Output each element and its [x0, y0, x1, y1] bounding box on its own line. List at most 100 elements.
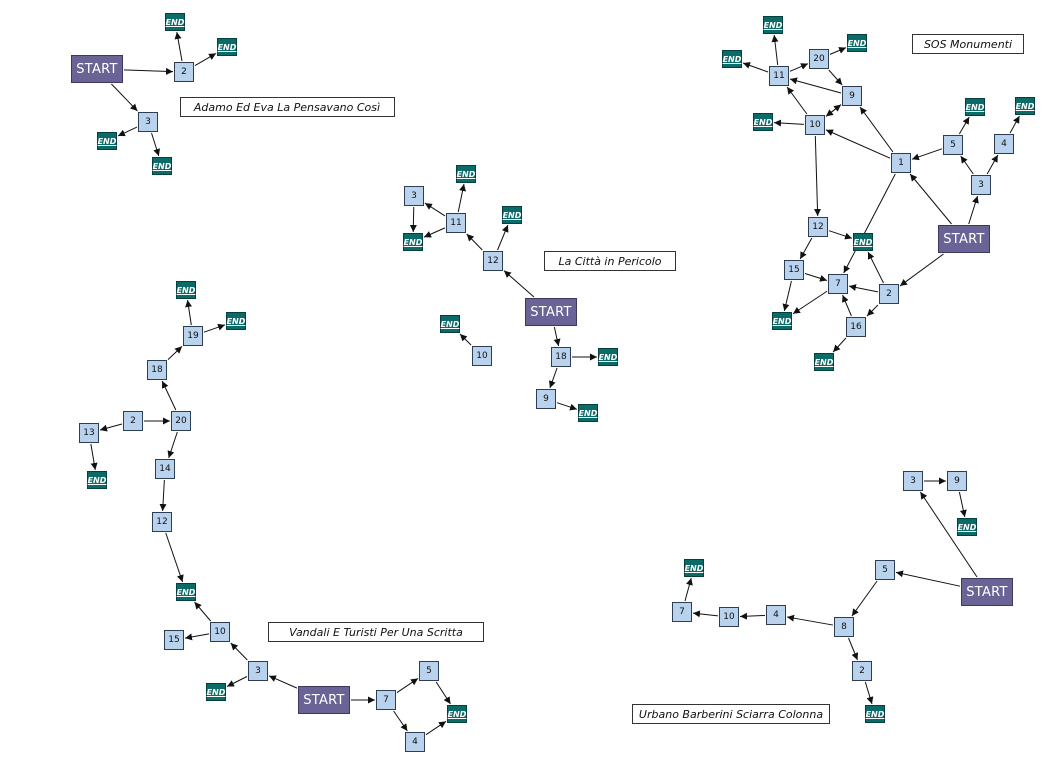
sos-monumenti-node-num-c-15[interactable]: 15: [784, 260, 804, 280]
la-citt-in-pericolo-node-num-b-3[interactable]: 3: [404, 186, 424, 206]
vandali-e-turisti-per-una-scritta-node-end-d-e4[interactable]: END: [176, 281, 196, 299]
la-citt-in-pericolo-node-end-b-e5[interactable]: END: [578, 404, 598, 422]
sos-monumenti-node-end-c-e6[interactable]: END: [847, 34, 867, 52]
la-citt-in-pericolo-node-num-b-11[interactable]: 11: [446, 213, 466, 233]
vandali-e-turisti-per-una-scritta-node-num-d-15[interactable]: 15: [164, 630, 184, 650]
sos-monumenti-node-end-c-e4[interactable]: END: [965, 98, 985, 116]
sos-monumenti-node-start-c-s[interactable]: START: [938, 225, 990, 253]
urbano-barberini-sciarra-colonna-node-end-e-e3[interactable]: END: [865, 705, 885, 723]
la-citt-in-pericolo-node-num-b-9[interactable]: 9: [536, 389, 556, 409]
la-citt-in-pericolo-node-num-b-18[interactable]: 18: [551, 347, 571, 367]
sos-monumenti-node-num-c-4[interactable]: 4: [994, 134, 1014, 154]
sos-monumenti-node-end-c-e1[interactable]: END: [763, 16, 783, 34]
urbano-barberini-sciarra-colonna-edge-e-4-to-e-10: [739, 612, 766, 620]
sos-monumenti-node-num-c-3[interactable]: 3: [971, 175, 991, 195]
adamo-ed-eva-la-pensavano-cos-edge-a-2-to-a-e2: [194, 52, 217, 67]
urbano-barberini-sciarra-colonna-edge-e-9-to-e-e1: [958, 491, 967, 518]
sos-monumenti-node-end-c-e3[interactable]: END: [753, 113, 773, 131]
urbano-barberini-sciarra-colonna-node-num-e-8[interactable]: 8: [834, 617, 854, 637]
sos-monumenti-edge-c-4-to-c-e5: [1009, 115, 1020, 134]
sos-monumenti-node-end-c-e2[interactable]: END: [722, 50, 742, 68]
diagram-title-vandali-e-turisti-per-una-scritta: Vandali E Turisti Per Una Scritta: [268, 622, 484, 642]
urbano-barberini-sciarra-colonna-node-num-e-3[interactable]: 3: [903, 471, 923, 491]
sos-monumenti-edge-c-16-to-c-e9: [832, 337, 847, 353]
la-citt-in-pericolo-node-start-b-s[interactable]: START: [525, 298, 577, 326]
urbano-barberini-sciarra-colonna-edge-e-s-to-e-3: [919, 491, 978, 578]
sos-monumenti-node-num-c-7[interactable]: 7: [828, 274, 848, 294]
adamo-ed-eva-la-pensavano-cos-node-num-a-2[interactable]: 2: [174, 62, 194, 82]
la-citt-in-pericolo-node-end-b-e1[interactable]: END: [456, 165, 476, 183]
urbano-barberini-sciarra-colonna-node-num-e-7[interactable]: 7: [672, 602, 692, 622]
vandali-e-turisti-per-una-scritta-node-num-d-5[interactable]: 5: [419, 661, 439, 681]
vandali-e-turisti-per-una-scritta-node-num-d-20[interactable]: 20: [171, 411, 191, 431]
urbano-barberini-sciarra-colonna-node-num-e-2[interactable]: 2: [852, 661, 872, 681]
vandali-e-turisti-per-una-scritta-node-num-d-3[interactable]: 3: [248, 661, 268, 681]
urbano-barberini-sciarra-colonna-node-num-e-9[interactable]: 9: [947, 471, 967, 491]
sos-monumenti-node-num-c-1[interactable]: 1: [891, 153, 911, 173]
vandali-e-turisti-per-una-scritta-node-num-d-2[interactable]: 2: [123, 411, 143, 431]
adamo-ed-eva-la-pensavano-cos-node-end-a-e3[interactable]: END: [97, 132, 117, 150]
sos-monumenti-edge-c-11-to-c-20: [789, 63, 809, 72]
sos-monumenti-edge-c-10-to-c-e3: [773, 119, 805, 127]
vandali-e-turisti-per-una-scritta-node-num-d-12[interactable]: 12: [152, 512, 172, 532]
urbano-barberini-sciarra-colonna-node-num-e-10[interactable]: 10: [719, 607, 739, 627]
sos-monumenti-node-num-c-16[interactable]: 16: [846, 317, 866, 337]
vandali-e-turisti-per-una-scritta-edge-d-14-to-d-12: [159, 479, 167, 512]
sos-monumenti-edge-c-5-to-c-1: [911, 148, 943, 161]
urbano-barberini-sciarra-colonna-node-end-e-e2[interactable]: END: [684, 559, 704, 577]
vandali-e-turisti-per-una-scritta-node-end-d-e6[interactable]: END: [447, 705, 467, 723]
sos-monumenti-node-end-c-e7[interactable]: END: [853, 233, 873, 251]
vandali-e-turisti-per-una-scritta-node-num-d-14[interactable]: 14: [155, 459, 175, 479]
adamo-ed-eva-la-pensavano-cos-node-end-a-e2[interactable]: END: [217, 38, 237, 56]
vandali-e-turisti-per-una-scritta-node-num-d-4[interactable]: 4: [405, 732, 425, 752]
urbano-barberini-sciarra-colonna-node-start-e-s[interactable]: START: [961, 578, 1013, 606]
vandali-e-turisti-per-una-scritta-node-end-d-e2[interactable]: END: [176, 583, 196, 601]
la-citt-in-pericolo-node-end-b-e2[interactable]: END: [502, 206, 522, 224]
la-citt-in-pericolo-edge-b-18-to-b-9: [548, 367, 558, 389]
sos-monumenti-node-end-c-e9[interactable]: END: [814, 353, 834, 371]
la-citt-in-pericolo-node-end-b-e3[interactable]: END: [403, 233, 423, 251]
vandali-e-turisti-per-una-scritta-edge-d-3-to-d-e1: [226, 676, 248, 687]
vandali-e-turisti-per-una-scritta-node-end-d-e1[interactable]: END: [206, 683, 226, 701]
vandali-e-turisti-per-una-scritta-node-num-d-18[interactable]: 18: [147, 360, 167, 380]
sos-monumenti-node-num-c-11[interactable]: 11: [769, 66, 789, 86]
sos-monumenti-node-end-c-e8[interactable]: END: [772, 312, 792, 330]
sos-monumenti-node-num-c-2[interactable]: 2: [879, 284, 899, 304]
adamo-ed-eva-la-pensavano-cos-node-start-a-s[interactable]: START: [71, 55, 123, 83]
sos-monumenti-node-num-c-9[interactable]: 9: [842, 86, 862, 106]
sos-monumenti-node-num-c-12[interactable]: 12: [808, 217, 828, 237]
sos-monumenti-node-num-c-10[interactable]: 10: [805, 115, 825, 135]
sos-monumenti-node-end-c-e5[interactable]: END: [1015, 97, 1035, 115]
vandali-e-turisti-per-una-scritta-node-num-d-13[interactable]: 13: [79, 423, 99, 443]
adamo-ed-eva-la-pensavano-cos-node-end-a-e4[interactable]: END: [152, 157, 172, 175]
vandali-e-turisti-per-una-scritta-node-num-d-19[interactable]: 19: [183, 326, 203, 346]
urbano-barberini-sciarra-colonna-node-end-e-e1[interactable]: END: [957, 518, 977, 536]
la-citt-in-pericolo-node-end-b-e4[interactable]: END: [598, 348, 618, 366]
urbano-barberini-sciarra-colonna-node-num-e-5[interactable]: 5: [875, 560, 895, 580]
adamo-ed-eva-la-pensavano-cos-node-end-a-e1[interactable]: END: [165, 13, 185, 31]
sos-monumenti-edge-c-s-to-c-1: [909, 173, 952, 225]
sos-monumenti-edge-c-11-to-c-e2: [742, 62, 769, 73]
vandali-e-turisti-per-una-scritta-node-num-d-10[interactable]: 10: [210, 622, 230, 642]
urbano-barberini-sciarra-colonna-node-num-e-4[interactable]: 4: [766, 605, 786, 625]
adamo-ed-eva-la-pensavano-cos-node-num-a-3[interactable]: 3: [138, 112, 158, 132]
vandali-e-turisti-per-una-scritta-node-start-d-s[interactable]: START: [298, 686, 350, 714]
urbano-barberini-sciarra-colonna-edge-e-8-to-e-4: [786, 614, 834, 626]
vandali-e-turisti-per-una-scritta-node-num-d-7[interactable]: 7: [376, 690, 396, 710]
vandali-e-turisti-per-una-scritta-node-end-d-e3[interactable]: END: [87, 471, 107, 489]
vandali-e-turisti-per-una-scritta-edge-d-18-to-d-19: [167, 346, 183, 360]
vandali-e-turisti-per-una-scritta-edge-d-10-to-d-e2: [194, 601, 212, 622]
la-citt-in-pericolo-node-num-b-12[interactable]: 12: [483, 251, 503, 271]
sos-monumenti-edge-c-1-to-c-7: [843, 173, 896, 274]
sos-monumenti-node-num-c-5[interactable]: 5: [943, 135, 963, 155]
sos-monumenti-node-num-c-20[interactable]: 20: [809, 49, 829, 69]
la-citt-in-pericolo-edge-b-11-to-b-e1: [457, 183, 466, 213]
vandali-e-turisti-per-una-scritta-node-end-d-e5[interactable]: END: [226, 312, 246, 330]
urbano-barberini-sciarra-colonna-edge-e-7-to-e-e2: [684, 577, 693, 602]
la-citt-in-pericolo-node-num-b-10[interactable]: 10: [472, 346, 492, 366]
sos-monumenti-edge-c-3-to-c-4: [986, 154, 999, 175]
sos-monumenti-edge-c-12-to-c-15: [799, 237, 813, 260]
vandali-e-turisti-per-una-scritta-edge-d-s-to-d-3: [268, 675, 298, 689]
la-citt-in-pericolo-node-end-b-e6[interactable]: END: [440, 315, 460, 333]
